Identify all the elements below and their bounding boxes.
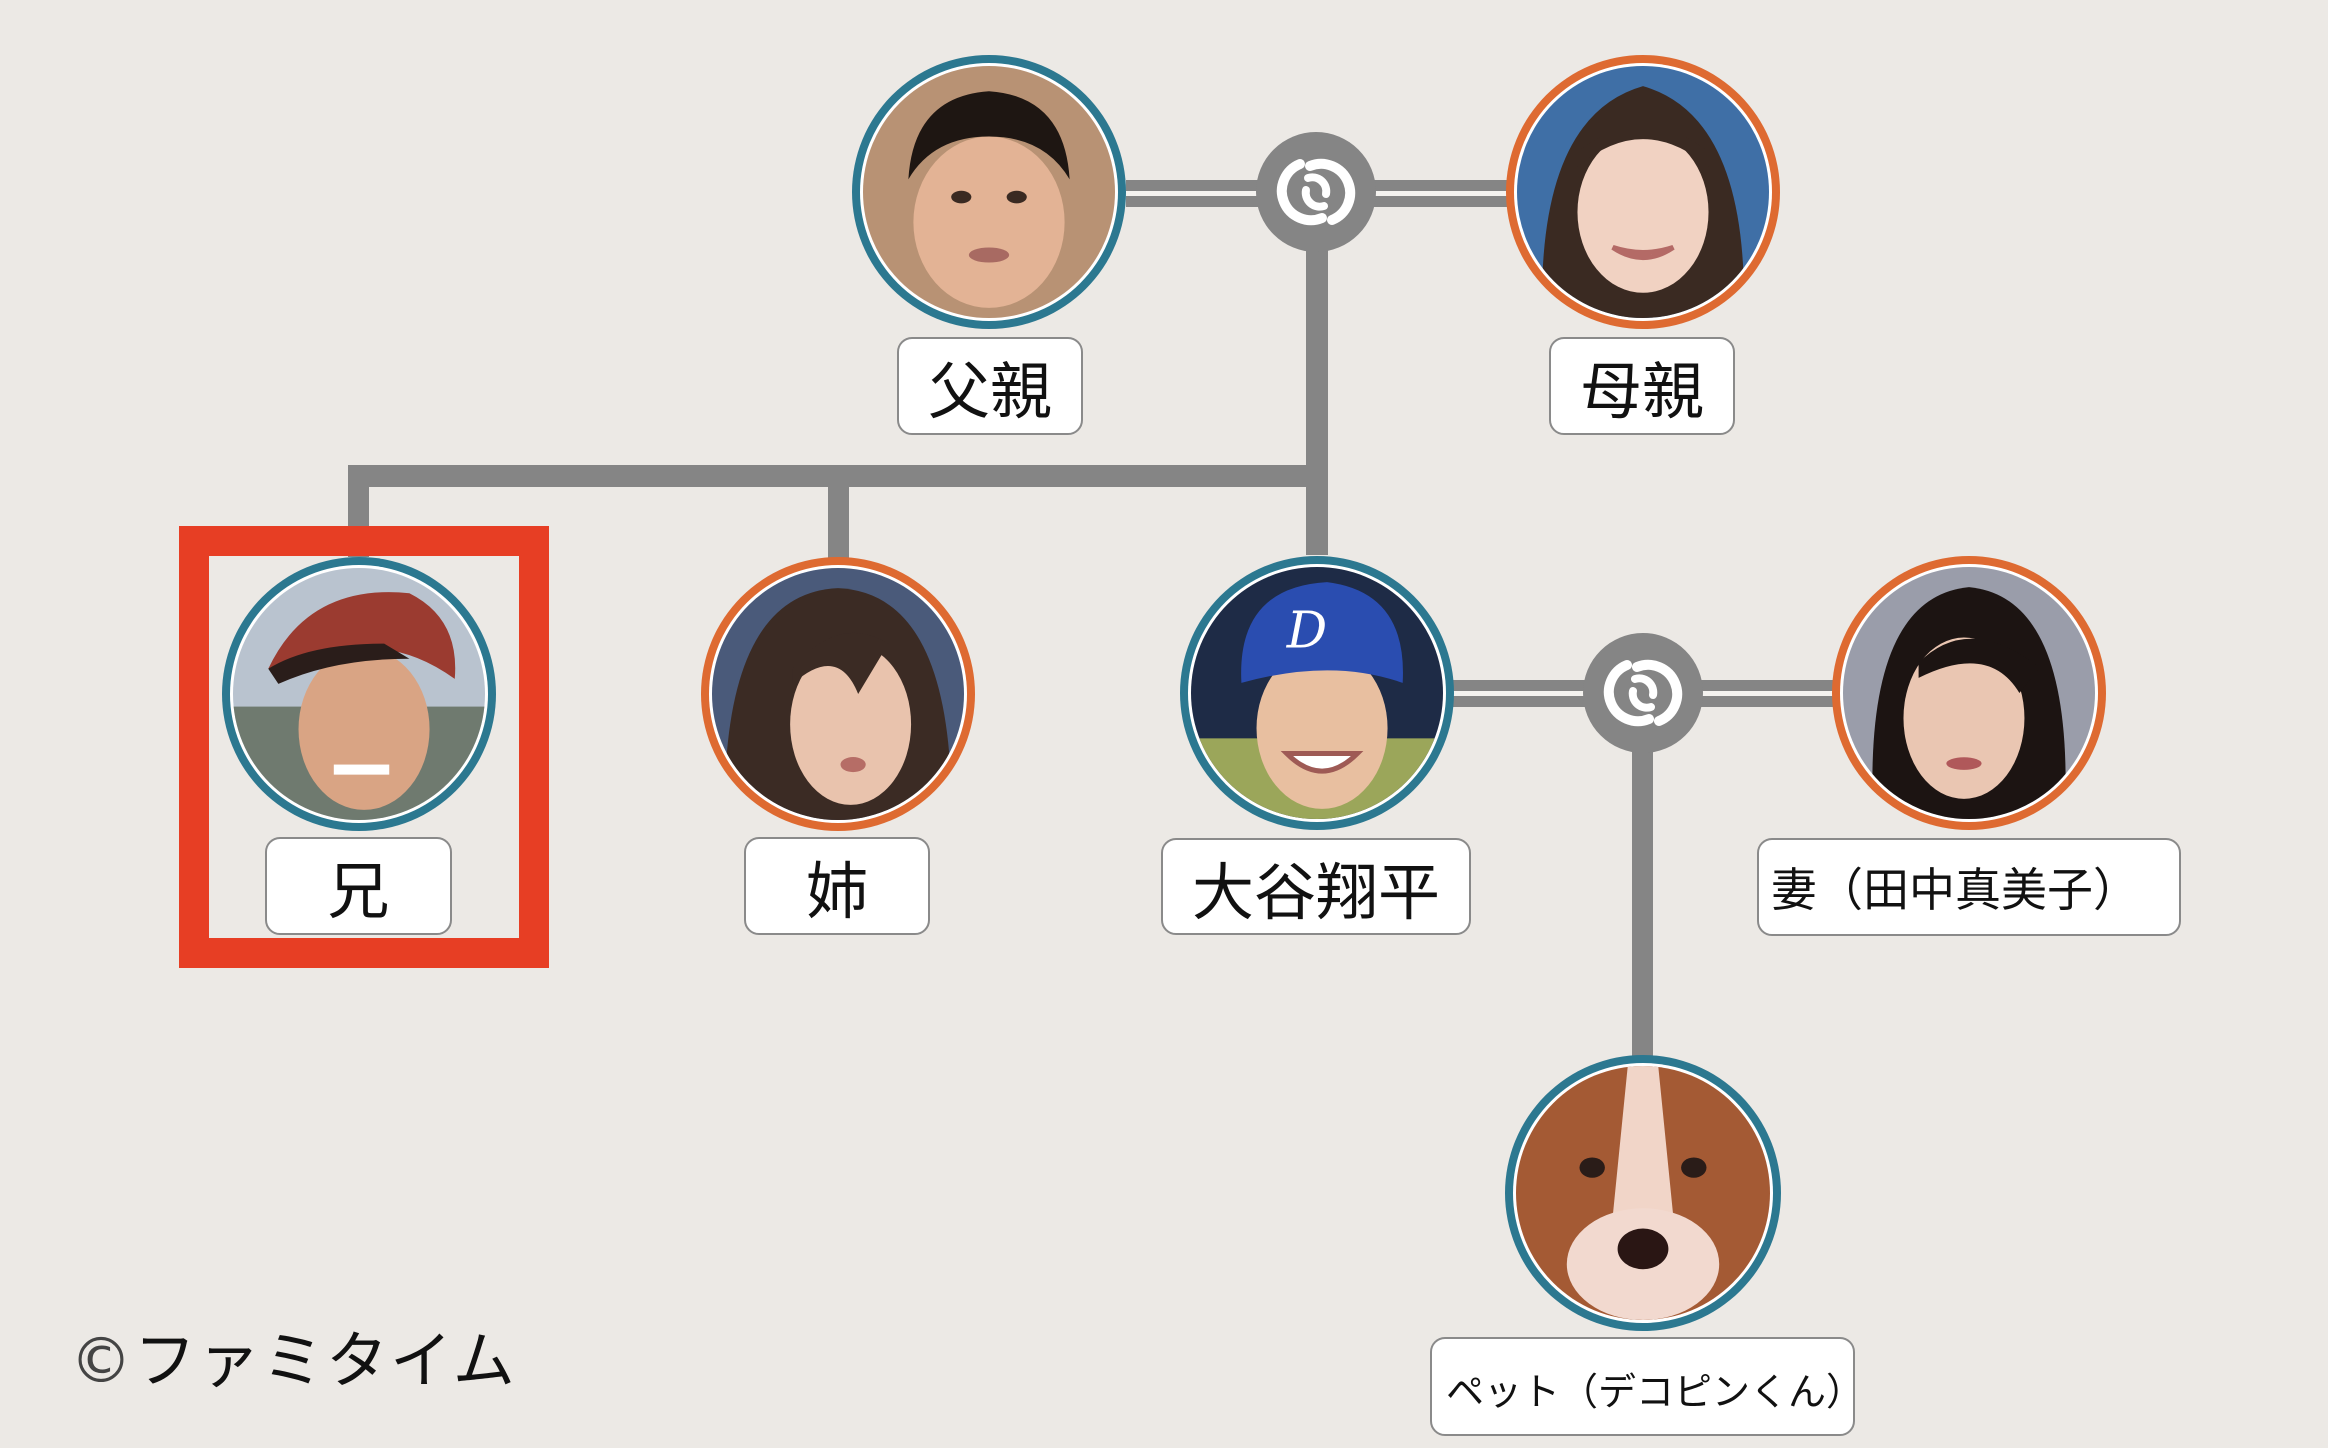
marriage-rings-icon	[1276, 158, 1356, 226]
marriage-line-mother	[1372, 180, 1510, 207]
sister-node[interactable]	[701, 557, 975, 831]
father-photo-icon	[863, 66, 1115, 318]
mother-photo-icon	[1517, 66, 1769, 318]
marriage-node-ohtani	[1583, 633, 1703, 753]
svg-text:D: D	[1286, 601, 1327, 660]
sister-label: 姉	[744, 837, 930, 935]
mother-node[interactable]	[1506, 55, 1780, 329]
father-node[interactable]	[852, 55, 1126, 329]
pet-label: ペット（デコピンくん）	[1430, 1337, 1864, 1436]
pet-node[interactable]	[1505, 1055, 1781, 1331]
dog-photo-icon	[1516, 1066, 1770, 1320]
brother-node[interactable]	[222, 557, 496, 831]
brother-photo-icon	[233, 568, 485, 820]
sister-drop-line	[828, 465, 849, 558]
marriage-line-ohtani	[1452, 680, 1588, 707]
wife-node[interactable]	[1832, 556, 2106, 830]
parents-trunk-line	[1306, 245, 1328, 555]
mother-label: 母親	[1549, 337, 1735, 435]
wife-photo-icon	[1843, 567, 2095, 819]
ohtani-node[interactable]: D	[1180, 556, 1454, 830]
copyright-text: ©ファミタイム	[70, 1310, 517, 1400]
copyright-symbol: ©	[70, 1324, 134, 1397]
wife-label: 妻（田中真美子）	[1757, 838, 2181, 936]
brother-highlight-box	[179, 526, 549, 968]
marriage-rings-icon	[1603, 659, 1683, 727]
sister-photo-icon	[712, 568, 964, 820]
brother-label: 兄	[265, 837, 452, 935]
ohtani-photo-icon: D	[1191, 567, 1443, 819]
marriage-node-parents	[1256, 132, 1376, 252]
copyright-brand: ファミタイム	[134, 1324, 517, 1397]
ohtani-label: 大谷翔平	[1161, 838, 1471, 935]
marriage-line-wife	[1698, 680, 1834, 707]
marriage-line-father	[1126, 180, 1261, 207]
pet-drop-line	[1632, 745, 1653, 1057]
father-label: 父親	[897, 337, 1083, 435]
